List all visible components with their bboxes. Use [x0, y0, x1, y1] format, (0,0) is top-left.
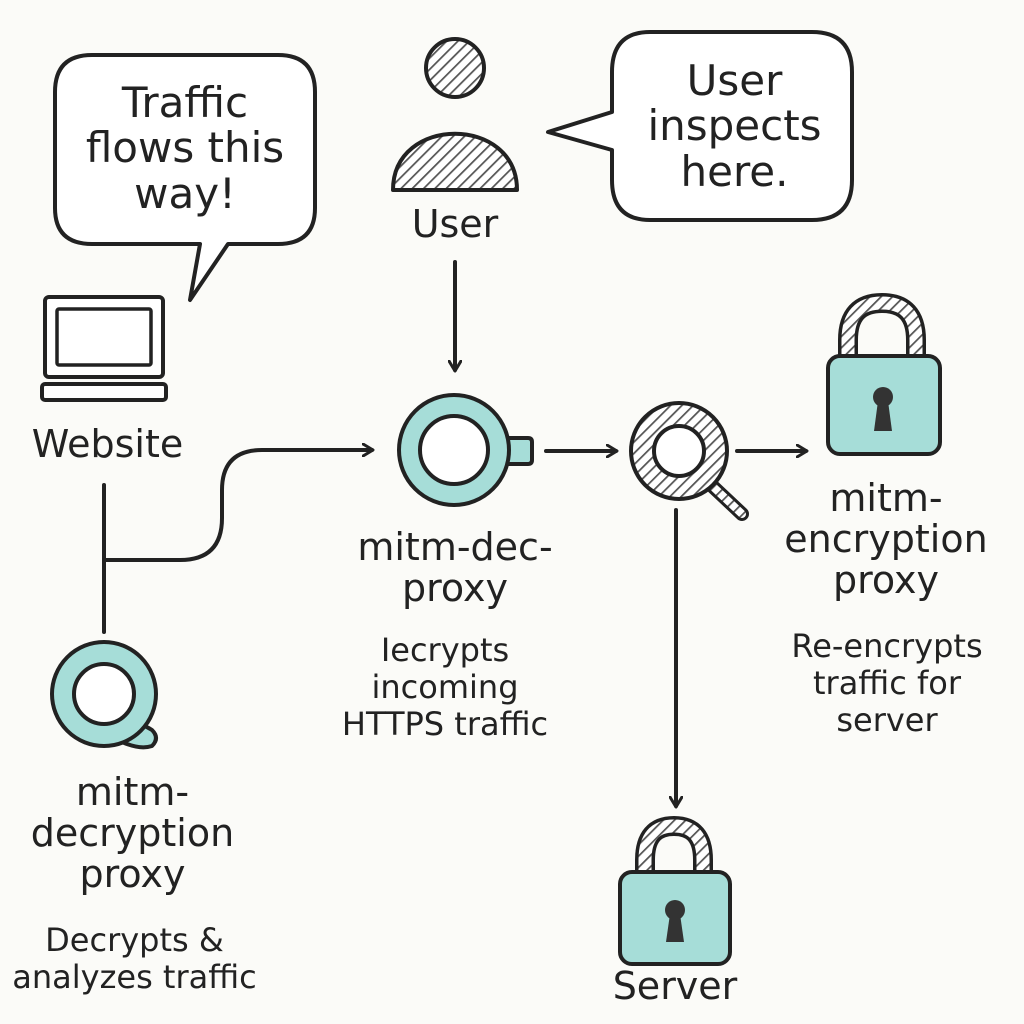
description-line: analyzes traffic	[12, 957, 257, 996]
user-bubble-line: here.	[680, 146, 789, 196]
traffic-bubble-text: Traffic flows this way!	[60, 80, 310, 216]
mitm-encryption-proxy-title: mitm- encryption proxy	[758, 476, 1014, 603]
user-label: User	[355, 202, 555, 246]
website-label: Website	[10, 422, 205, 466]
description-line: server	[836, 700, 938, 739]
server-label: Server	[575, 964, 775, 1008]
website-title: Website	[31, 422, 184, 466]
user-bubble-line: User	[686, 56, 783, 105]
mitm-decryption-proxy-title: mitm- decryption proxy	[5, 770, 260, 897]
ring-icon	[50, 640, 158, 750]
ring-icon	[397, 393, 534, 507]
description-line: Iecrypts	[380, 631, 510, 669]
mitm-decryption-proxy-description: Decrypts & analyzes traffic	[2, 922, 267, 996]
title-line: mitm-dec-	[357, 525, 553, 569]
padlock-icon	[826, 292, 942, 456]
traffic-bubble-line: Traffic	[121, 78, 249, 127]
mitm-encryption-proxy-description: Re-encrypts traffic for server	[770, 628, 1004, 738]
title-line: proxy	[402, 566, 508, 611]
server-title: Server	[612, 964, 738, 1008]
magnifier-icon	[629, 401, 749, 521]
mitm-dec-proxy-title: mitm-dec- proxy	[320, 525, 590, 611]
user-bubble-line: inspects	[647, 101, 822, 151]
description-line: Re-encrypts	[791, 627, 983, 665]
title-line: proxy	[833, 558, 939, 603]
traffic-bubble-line: flows this	[85, 123, 285, 173]
title-line: decryption	[30, 811, 235, 856]
laptop-icon	[40, 295, 168, 402]
title-line: mitm-	[75, 770, 190, 814]
description-line: Decrypts &	[45, 921, 224, 959]
description-line: incoming	[371, 667, 519, 706]
person-icon	[391, 37, 519, 192]
speech-bubble-traffic	[53, 53, 317, 302]
mitm-dec-proxy-description: Iecrypts incoming HTTPS traffic	[300, 632, 590, 742]
user-bubble-text: User inspects here.	[622, 58, 847, 194]
title-line: encryption	[784, 517, 988, 562]
arrow-website-to-dec-proxy	[102, 450, 372, 562]
user-title: User	[411, 202, 499, 246]
traffic-bubble-line: way!	[134, 168, 236, 218]
title-line: proxy	[79, 852, 186, 897]
title-line: mitm-	[829, 476, 943, 520]
speech-bubble-user	[546, 30, 854, 222]
description-line: HTTPS traffic	[341, 704, 549, 743]
padlock-icon	[618, 815, 732, 966]
description-line: traffic for	[812, 663, 961, 702]
